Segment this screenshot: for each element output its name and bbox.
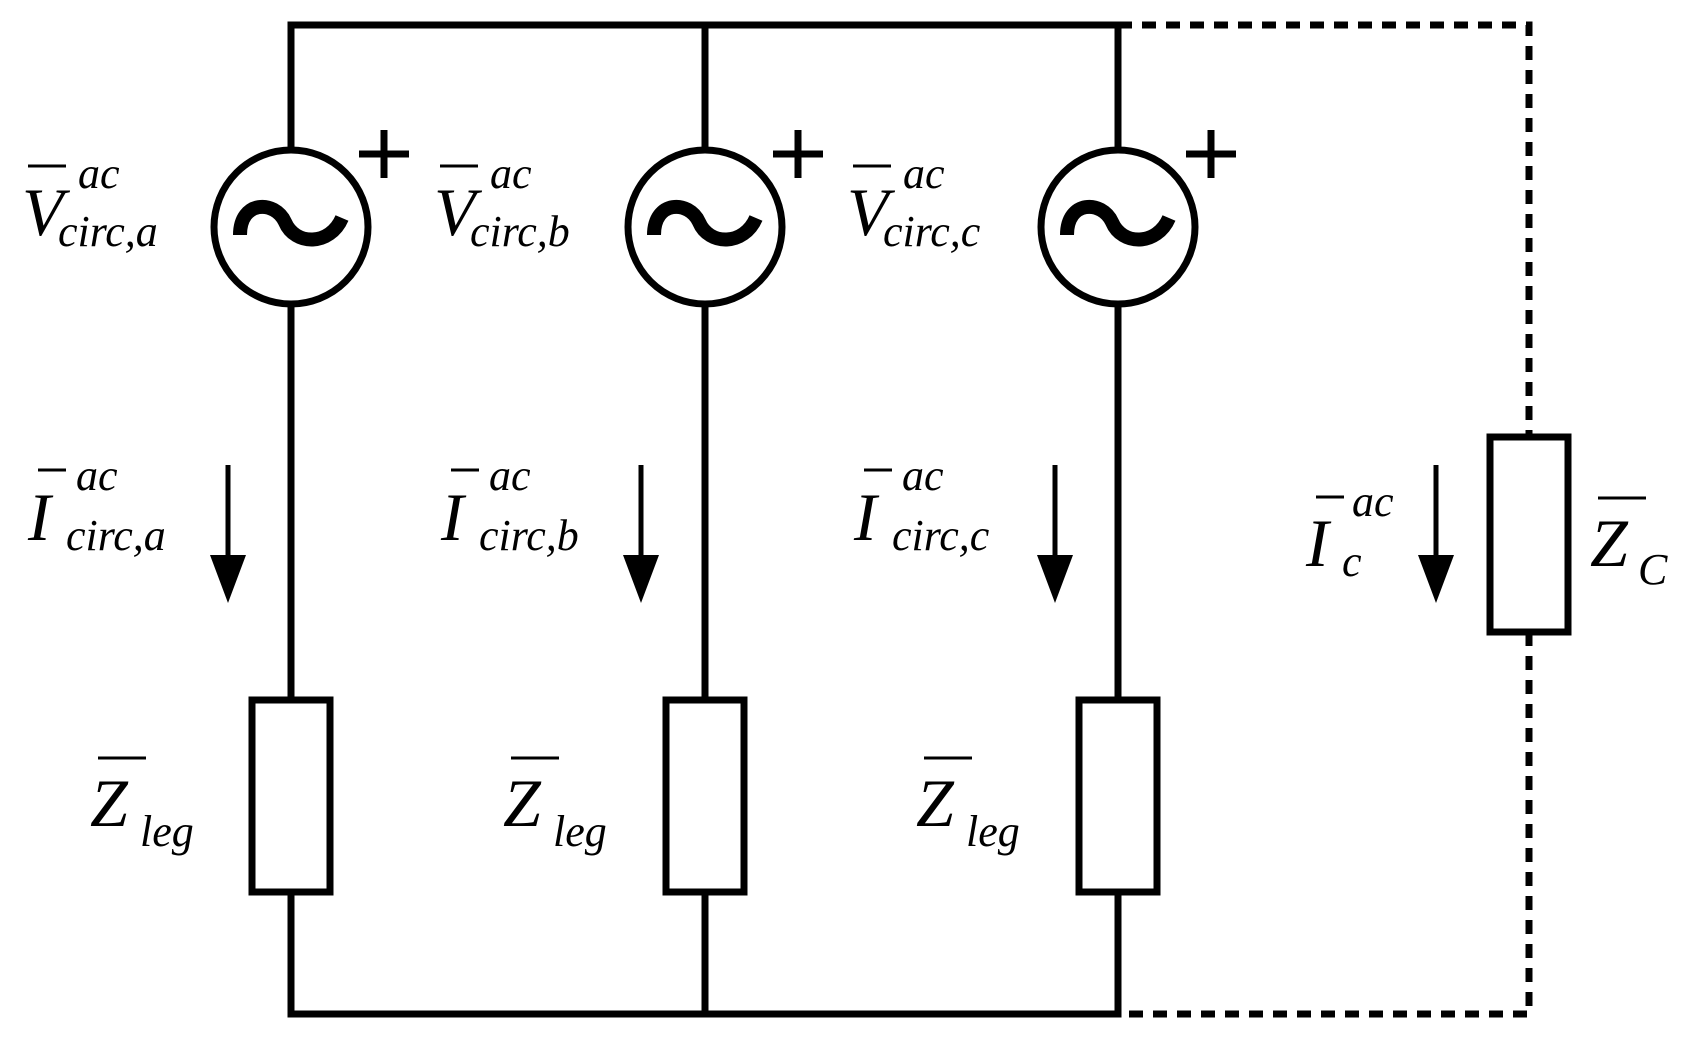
current-label-c-branch: I ac c: [1305, 477, 1394, 586]
impedance-symbol: Z: [90, 765, 129, 841]
impedance-leg-a-box: [248, 696, 334, 896]
voltage-superscript: ac: [490, 149, 532, 198]
impedance-subscript: leg: [140, 807, 194, 856]
current-superscript: ac: [902, 451, 944, 500]
arrow-head-icon: [623, 555, 659, 603]
ac-source-a: [210, 130, 409, 308]
voltage-symbol: V: [434, 174, 483, 250]
current-superscript: ac: [1352, 477, 1394, 526]
current-symbol: I: [27, 479, 54, 555]
impedance-label-leg-c: Z leg: [916, 756, 1020, 856]
voltage-superscript: ac: [78, 149, 120, 198]
impedance-subscript: C: [1638, 545, 1668, 594]
impedance-label-leg-a: Z leg: [90, 756, 194, 856]
impedance-leg-b-box: [662, 696, 748, 896]
ac-source-c: [1037, 130, 1236, 308]
current-label-b: I ac circ,b: [440, 451, 579, 560]
impedance-label-c: Z C: [1590, 496, 1668, 594]
sine-wave-icon: [647, 199, 763, 247]
voltage-label-a: V ac circ,a: [22, 149, 158, 256]
current-symbol: I: [440, 479, 467, 555]
impedance-symbol: Z: [503, 765, 542, 841]
dashed-bottom-link: [1118, 632, 1533, 1018]
current-subscript: circ,b: [479, 511, 579, 560]
current-arrow-c-branch: [1418, 465, 1454, 603]
impedance-symbol: Z: [1590, 505, 1629, 581]
current-arrow-b: [623, 465, 659, 603]
dashed-top-link: [1118, 21, 1533, 437]
sine-wave-icon: [1060, 199, 1176, 247]
impedance-subscript: leg: [553, 807, 607, 856]
current-subscript: circ,a: [66, 511, 166, 560]
current-subscript: c: [1342, 537, 1362, 586]
current-label-a: I ac circ,a: [27, 451, 166, 560]
current-symbol: I: [853, 479, 880, 555]
current-arrow-c: [1037, 465, 1073, 603]
arrow-head-icon: [1418, 555, 1454, 603]
voltage-subscript: circ,b: [470, 207, 570, 256]
arrow-head-icon: [1037, 555, 1073, 603]
current-subscript: circ,c: [892, 511, 990, 560]
voltage-symbol: V: [22, 174, 71, 250]
sine-wave-icon: [233, 199, 349, 247]
impedance-subscript: leg: [966, 807, 1020, 856]
voltage-label-b: V ac circ,b: [434, 149, 570, 256]
impedance-leg-c-box: [1075, 696, 1161, 896]
current-symbol: I: [1305, 505, 1332, 581]
voltage-superscript: ac: [903, 149, 945, 198]
current-arrow-a: [210, 465, 246, 603]
current-superscript: ac: [76, 451, 118, 500]
arrow-head-icon: [210, 555, 246, 603]
current-superscript: ac: [489, 451, 531, 500]
impedance-symbol: Z: [916, 765, 955, 841]
voltage-subscript: circ,a: [58, 207, 158, 256]
voltage-label-c: V ac circ,c: [847, 149, 981, 256]
voltage-subscript: circ,c: [883, 207, 981, 256]
voltage-symbol: V: [847, 174, 896, 250]
impedance-c-box: [1486, 433, 1572, 636]
current-label-c: I ac circ,c: [853, 451, 990, 560]
impedance-label-leg-b: Z leg: [503, 756, 607, 856]
ac-source-b: [624, 130, 823, 308]
